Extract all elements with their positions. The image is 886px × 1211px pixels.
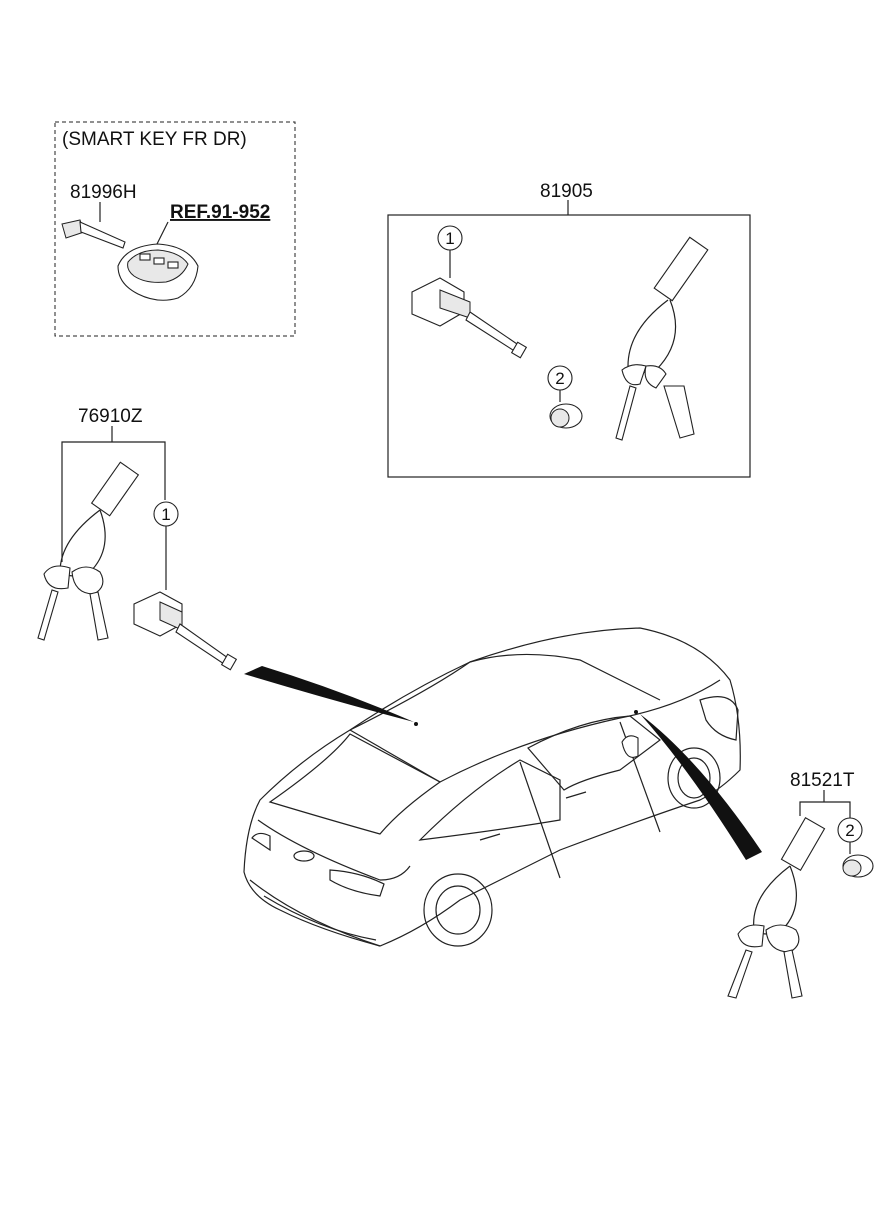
box-item-2-number[interactable]: 2 [555, 369, 564, 388]
door-lock-set-label[interactable]: 76910Z [78, 406, 143, 427]
box-lock-cylinder-illustration [411, 277, 528, 359]
trunk-pointer-wedge [640, 714, 762, 860]
car-illustration [243, 627, 741, 947]
smart-key-dashed-box [54, 121, 296, 337]
smart-key-box-title: (SMART KEY FR DR) [62, 129, 247, 150]
box-keys-with-tag-illustration [615, 236, 709, 441]
box-cap-illustration [549, 403, 583, 429]
key-set-group: 81905 1 2 [387, 181, 751, 478]
emergency-key-illustration [61, 219, 126, 249]
key-set-label[interactable]: 81905 [540, 181, 593, 202]
trunk-keys-illustration [727, 816, 826, 999]
trunk-key-set-label[interactable]: 81521T [790, 770, 855, 791]
door-lock-keys-illustration [37, 461, 140, 641]
door-lock-item-1-number[interactable]: 1 [161, 505, 170, 524]
smart-key-ref-label[interactable]: REF.91-952 [170, 202, 270, 223]
emergency-key-label[interactable]: 81996H [70, 182, 137, 203]
trunk-key-set-group: 81521T 2 [727, 770, 874, 999]
smart-key-fob-illustration [117, 243, 199, 301]
box-item-1-number[interactable]: 1 [445, 229, 454, 248]
door-lock-pointer-wedge [244, 666, 414, 722]
door-lock-cylinder-illustration [133, 591, 238, 671]
trunk-cap-illustration [842, 854, 874, 878]
trunk-item-2-number[interactable]: 2 [845, 821, 854, 840]
door-lock-set-group: 76910Z 1 [37, 406, 238, 671]
smart-key-group: (SMART KEY FR DR) 81996H REF.91-952 [54, 121, 296, 337]
key-set-box [387, 214, 751, 478]
